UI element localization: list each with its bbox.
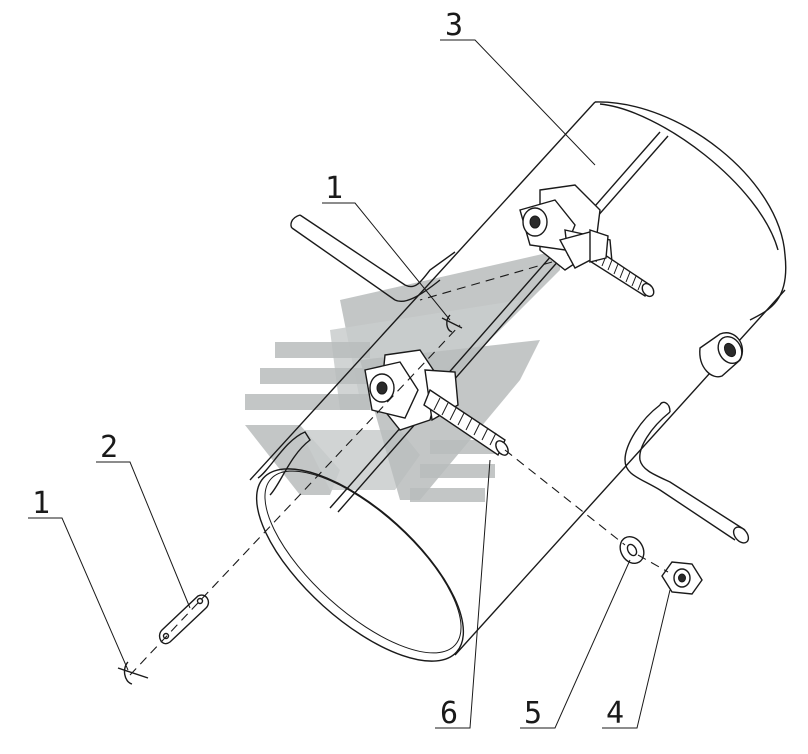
callout-5: 5 [524,696,542,731]
nut-part [661,561,703,595]
callout-1-lower: 1 [32,486,50,521]
upper-cotter-pin [441,314,463,333]
washer-part [619,535,645,565]
assembly-axes [129,261,669,676]
callout-4: 4 [606,696,624,731]
callouts: 3 1 2 1 6 5 4 [32,8,624,731]
callout-3: 3 [445,8,463,43]
upper-clamp [519,184,655,298]
callout-2: 2 [100,430,118,465]
lower-threaded-rod [423,388,509,457]
callout-1-upper: 1 [325,171,343,206]
side-boss [699,332,744,378]
callout-6: 6 [440,696,458,731]
lower-cotter-pin [117,661,149,685]
side-handle [624,401,750,544]
leader-lines [28,39,671,729]
lower-clamp [364,349,509,457]
